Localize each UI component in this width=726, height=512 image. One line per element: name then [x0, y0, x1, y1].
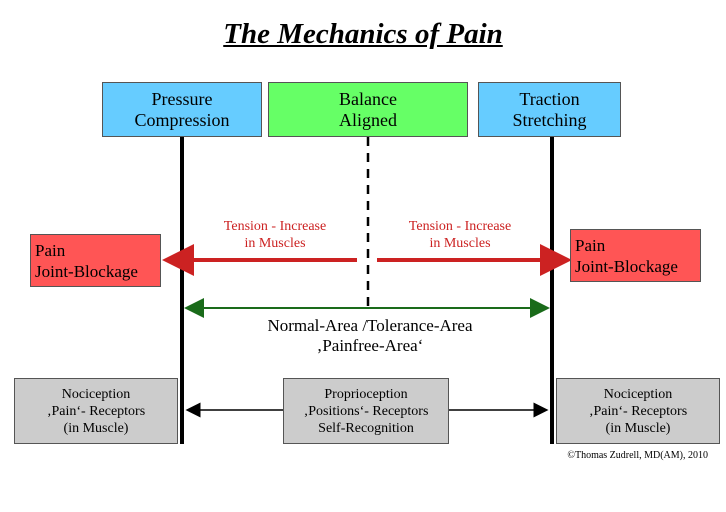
- box-label-line: Nociception: [603, 386, 673, 402]
- tension-label-line: Tension - Increase: [408, 219, 512, 234]
- box-label-line: Pain: [35, 240, 66, 260]
- pressure-compression-box: Pressure Compression: [102, 82, 262, 137]
- pain-joint-blockage-box-right: Pain Joint-Blockage: [570, 229, 701, 282]
- box-label-line: Nociception: [61, 386, 131, 402]
- box-label-line: ‚Pain‘- Receptors: [588, 403, 688, 419]
- box-label-line: (in Muscle): [63, 420, 129, 436]
- box-label-line: Stretching: [512, 109, 587, 130]
- copyright-notice: ©Thomas Zudrell, MD(AM), 2010: [567, 450, 708, 461]
- box-label-line: Pressure: [151, 88, 213, 109]
- normal-area-line: Normal-Area /Tolerance-Area: [267, 316, 473, 335]
- box-label-line: (in Muscle): [605, 420, 671, 436]
- traction-stretching-box: Traction Stretching: [478, 82, 621, 137]
- box-label-line: Self-Recognition: [318, 420, 414, 436]
- box-label-line: Balance: [339, 88, 397, 109]
- normal-area-line: ‚Painfree-Area‘: [316, 336, 424, 355]
- box-label-line: ‚Positions‘- Receptors: [303, 403, 429, 419]
- box-label-line: Aligned: [339, 109, 397, 130]
- nociception-box-right: Nociception ‚Pain‘- Receptors (in Muscle…: [556, 378, 720, 444]
- tension-label-line: Tension - Increase: [223, 219, 327, 234]
- box-label-line: Joint-Blockage: [575, 256, 678, 276]
- proprioception-box: Proprioception ‚Positions‘- Receptors Se…: [283, 378, 449, 444]
- nociception-box-left: Nociception ‚Pain‘- Receptors (in Muscle…: [14, 378, 178, 444]
- box-label-line: Proprioception: [324, 386, 408, 402]
- box-label-line: Compression: [134, 109, 230, 130]
- box-label-line: Pain: [575, 235, 606, 255]
- box-label-line: ‚Pain‘- Receptors: [46, 403, 146, 419]
- normal-area-label: Normal-Area /Tolerance-Area ‚Painfree-Ar…: [190, 316, 550, 356]
- tension-label-line: in Muscles: [244, 236, 306, 251]
- pain-joint-blockage-box-left: Pain Joint-Blockage: [30, 234, 161, 287]
- page-title: The Mechanics of Pain: [223, 18, 503, 50]
- tension-label-left: Tension - Increase in Muscles: [195, 218, 355, 252]
- box-label-line: Joint-Blockage: [35, 261, 138, 281]
- tension-label-right: Tension - Increase in Muscles: [380, 218, 540, 252]
- tension-label-line: in Muscles: [429, 236, 491, 251]
- box-label-line: Traction: [519, 88, 580, 109]
- balance-aligned-box: Balance Aligned: [268, 82, 468, 137]
